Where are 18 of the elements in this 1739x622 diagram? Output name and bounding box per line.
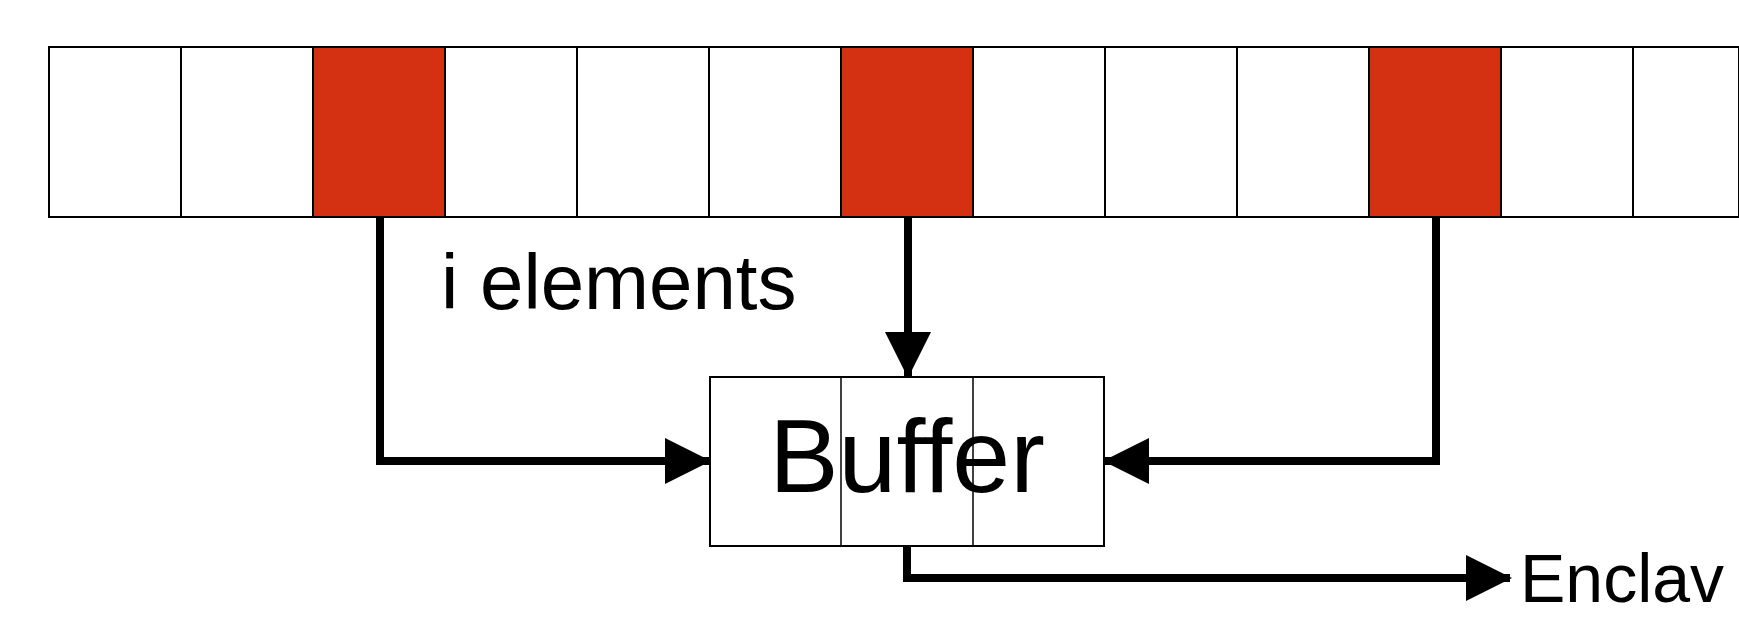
- arrow: [376, 218, 711, 484]
- array-cell: [1500, 46, 1634, 218]
- array-cell: [444, 46, 578, 218]
- array-cell: [972, 46, 1106, 218]
- array-cell: [576, 46, 710, 218]
- array-cell: [1632, 46, 1739, 218]
- array-cell: [312, 46, 446, 218]
- arrow: [885, 218, 931, 378]
- array-cell: [48, 46, 182, 218]
- array-cell: [180, 46, 314, 218]
- array-cell: [840, 46, 974, 218]
- array-cell: [1368, 46, 1502, 218]
- destination-label: Enclav: [1520, 540, 1739, 616]
- array-cell: [708, 46, 842, 218]
- annotation-text: i elements: [441, 240, 797, 326]
- arrow: [903, 547, 1512, 601]
- array-cell: [1236, 46, 1370, 218]
- array-cell: [1104, 46, 1238, 218]
